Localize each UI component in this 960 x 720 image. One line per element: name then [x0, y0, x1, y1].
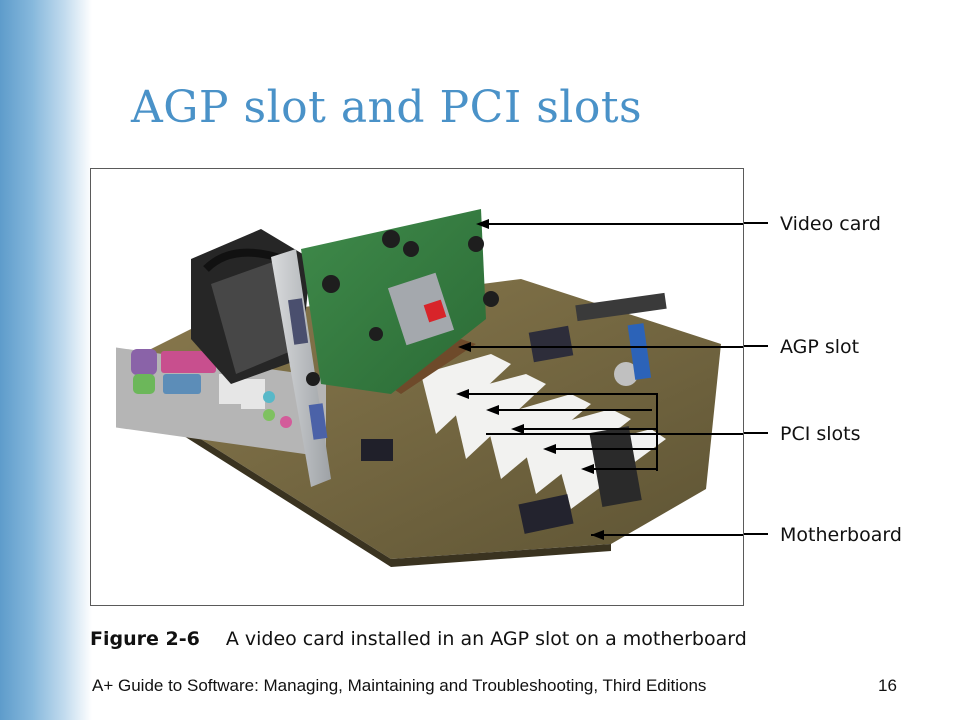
label-agp-slot: AGP slot — [780, 336, 860, 358]
slide-title: AGP slot and PCI slots — [131, 82, 643, 133]
label-pci-slots: PCI slots — [780, 423, 861, 445]
pci-slots-graphic — [421, 354, 666, 509]
side-decoration-bar — [0, 0, 92, 720]
figure-number: Figure 2-6 — [90, 628, 200, 650]
footer-text: A+ Guide to Software: Managing, Maintain… — [92, 676, 707, 695]
agp-slot-graphic — [386, 339, 476, 394]
label-video-card: Video card — [780, 213, 881, 235]
page-number: 16 — [878, 676, 897, 695]
figure-caption: Figure 2-6 A video card installed in an A… — [90, 628, 747, 650]
callout-arrows — [456, 219, 743, 540]
figure-caption-text: A video card installed in an AGP slot on… — [225, 628, 747, 650]
callout-arrow-tails — [744, 222, 768, 535]
figure-frame — [90, 168, 744, 606]
motherboard-photo — [116, 209, 721, 567]
label-motherboard: Motherboard — [780, 524, 902, 546]
